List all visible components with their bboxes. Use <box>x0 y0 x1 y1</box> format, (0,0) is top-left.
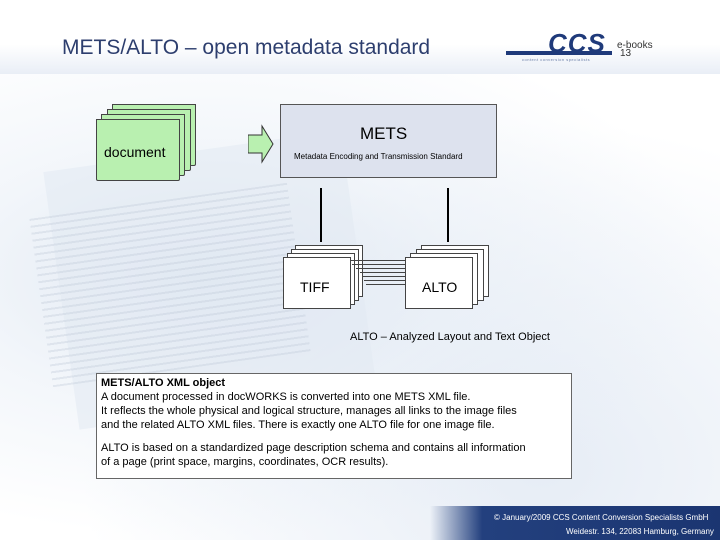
alto-label: ALTO <box>422 279 457 295</box>
link-line <box>366 284 408 285</box>
description-line: ALTO is based on a standardized page des… <box>101 442 526 455</box>
description-line: A document processed in docWORKS is conv… <box>101 391 470 404</box>
description-heading: METS/ALTO XML object <box>101 377 225 390</box>
alto-stack <box>405 245 497 307</box>
connector-mets-alto <box>447 188 449 242</box>
page-number: 13 <box>620 48 631 59</box>
page-title: METS/ALTO – open metadata standard <box>62 36 430 60</box>
description-line: It reflects the whole physical and logic… <box>101 405 517 418</box>
tiff-label: TIFF <box>300 279 330 295</box>
link-line <box>364 280 408 281</box>
right-arrow-icon <box>248 124 274 164</box>
mets-title: METS <box>360 124 407 144</box>
link-line <box>360 272 410 273</box>
background-text-lines <box>29 183 310 388</box>
footer-address: Weidestr. 134, 22083 Hamburg, Germany <box>566 527 714 536</box>
document-label: document <box>104 144 165 160</box>
description-line: of a page (print space, margins, coordin… <box>101 456 388 469</box>
mets-subtitle: Metadata Encoding and Transmission Stand… <box>294 152 463 161</box>
link-line <box>362 276 408 277</box>
logo-tagline: content conversion specialists <box>522 57 590 62</box>
connector-mets-tiff <box>320 188 322 242</box>
ccs-logo: CCS <box>548 28 606 59</box>
alto-caption: ALTO – Analyzed Layout and Text Object <box>350 331 550 343</box>
footer-copyright: © January/2009 CCS Content Conversion Sp… <box>494 513 708 522</box>
description-line: and the related ALTO XML files. There is… <box>101 419 495 432</box>
